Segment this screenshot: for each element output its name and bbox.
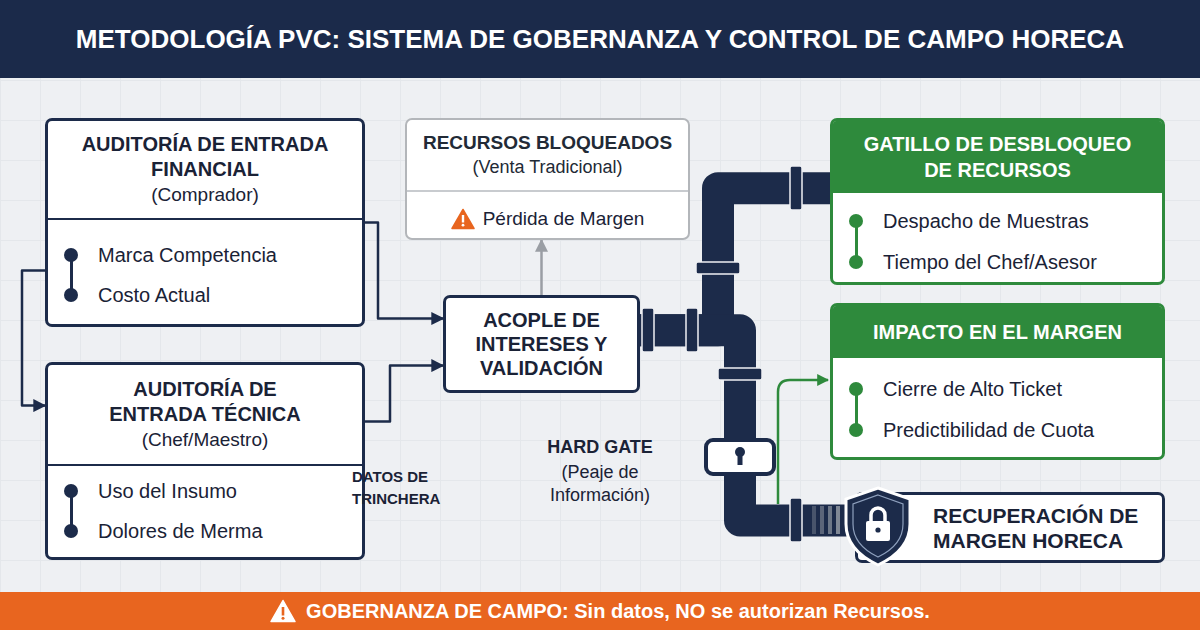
bullet-item: Uso del Insumo [64, 478, 346, 504]
bullet-item: Despacho de Muestras [849, 208, 1146, 234]
warning-text: Pérdida de Margen [483, 206, 645, 232]
box-heading: RECURSOS BLOQUEADOS [423, 130, 672, 155]
diagram-title: METODOLOGÍA PVC: SISTEMA DE GOBERNANZA Y… [76, 24, 1124, 55]
flow-connector [22, 271, 45, 406]
warning-triangle [271, 601, 295, 622]
toll-label: (Peaje de Información) [520, 461, 680, 507]
pipe-connector [640, 330, 855, 520]
warning-mark [461, 215, 463, 223]
shield-lock-icon [846, 488, 910, 565]
blocked-connector [540, 240, 543, 295]
lock-keyhole [875, 527, 880, 532]
warning-icon [270, 599, 296, 623]
bullet-item: Predictibilidad de Cuota [849, 417, 1146, 443]
valve-body [706, 440, 774, 474]
shield-inner [853, 495, 903, 557]
stripe [836, 506, 840, 534]
hard-gate-label: HARD GATE [505, 436, 695, 458]
financial-audit-card: AUDITORÍA DE ENTRADA FINANCIAL(Comprador… [45, 118, 365, 327]
warning-triangle [452, 210, 474, 229]
margin-recovery-box: RECUPERACIÓN DE MARGEN HORECA [855, 492, 1165, 563]
green-header: GATILLO DE DESBLOQUEO DE RECURSOS [833, 121, 1162, 193]
bullet-list: Pérdida de Margen [407, 192, 688, 232]
warning-item: Pérdida de Margen [423, 206, 672, 232]
box-heading: ACOPLE DE INTERESES Y VALIDACIÓN [458, 308, 625, 380]
governance-footer: GOBERNANZA DE CAMPO: Sin datos, NO se au… [0, 592, 1200, 630]
card-header: RECURSOS BLOQUEADOS(Venta Tradicional) [407, 120, 688, 190]
pipe-flange [696, 262, 740, 274]
box-body: RECUPERACIÓN DE MARGEN HORECA [858, 495, 1162, 560]
bullet-list: Despacho de MuestrasTiempo del Chef/Ases… [833, 193, 1162, 275]
pipe-flange [642, 308, 654, 352]
validation-box: ACOPLE DE INTERESES Y VALIDACIÓN [443, 295, 640, 393]
impact-arrow [778, 380, 828, 504]
bullet-item: Costo Actual [64, 282, 346, 308]
bullet-item: Dolores de Merma [64, 518, 346, 544]
title-band: METODOLOGÍA PVC: SISTEMA DE GOBERNANZA Y… [0, 0, 1200, 78]
keyhole [735, 447, 745, 457]
box-heading: RECUPERACIÓN DE MARGEN HORECA [933, 503, 1154, 553]
lock-shackle [871, 508, 885, 522]
warning-icon [451, 208, 475, 230]
motion-stripes [812, 506, 840, 534]
box-subtitle: (Chef/Maestro) [142, 427, 269, 452]
stripe [828, 506, 832, 534]
green-header: IMPACTO EN EL MARGEN [833, 306, 1162, 358]
flow-connector [365, 366, 443, 422]
card-header: AUDITORÍA DE ENTRADA FINANCIAL(Comprador… [48, 121, 362, 218]
lock-body [866, 521, 890, 541]
technical-audit-card: AUDITORÍA DE ENTRADA TÉCNICA(Chef/Maestr… [45, 362, 365, 560]
bullet-list: Cierre de Alto TicketPredictibilidad de … [833, 358, 1162, 443]
unlock-trigger-card: GATILLO DE DESBLOQUEO DE RECURSOS Despach… [830, 118, 1165, 285]
pipe-flange [790, 498, 802, 542]
divider-line [48, 218, 362, 220]
margin-impact-card: IMPACTO EN EL MARGEN Cierre de Alto Ticke… [830, 303, 1165, 460]
divider-line [48, 464, 362, 466]
bullet-item: Cierre de Alto Ticket [849, 376, 1146, 402]
hard-gate-valve [706, 440, 774, 474]
warning-mark [282, 607, 285, 616]
box-subtitle: (Comprador) [151, 182, 259, 207]
warning-mark [282, 617, 285, 620]
box-heading: AUDITORÍA DE ENTRADA FINANCIAL [58, 132, 352, 182]
bullet-item: Marca Competencia [64, 242, 346, 268]
keyhole [738, 454, 743, 465]
trench-data-label: DATOS DE TRINCHERA [352, 466, 457, 510]
stripe [820, 506, 824, 534]
divider-line [407, 190, 688, 192]
box-heading: IMPACTO EN EL MARGEN [873, 319, 1122, 345]
shield [846, 488, 910, 565]
pipe-flange [790, 166, 802, 210]
warning-mark [461, 224, 464, 227]
stripe [812, 506, 816, 534]
footer-caption: GOBERNANZA DE CAMPO: Sin datos, NO se au… [306, 600, 930, 623]
box-heading: GATILLO DE DESBLOQUEO DE RECURSOS [849, 131, 1146, 183]
card-header: AUDITORÍA DE ENTRADA TÉCNICA(Chef/Maestr… [48, 365, 362, 464]
pipe-flange [686, 308, 698, 352]
bullet-list: Marca CompetenciaCosto Actual [48, 220, 362, 308]
pipe-flange [718, 368, 762, 380]
box-body: ACOPLE DE INTERESES Y VALIDACIÓN [446, 298, 637, 390]
bullet-list: Uso del InsumoDolores de Merma [48, 466, 362, 544]
bullet-item: Tiempo del Chef/Asesor [849, 249, 1146, 275]
box-heading: AUDITORÍA DE ENTRADA TÉCNICA [85, 377, 325, 427]
blocked-resources-card: RECURSOS BLOQUEADOS(Venta Tradicional) Pé… [405, 118, 690, 240]
box-subtitle: (Venta Tradicional) [472, 155, 622, 180]
